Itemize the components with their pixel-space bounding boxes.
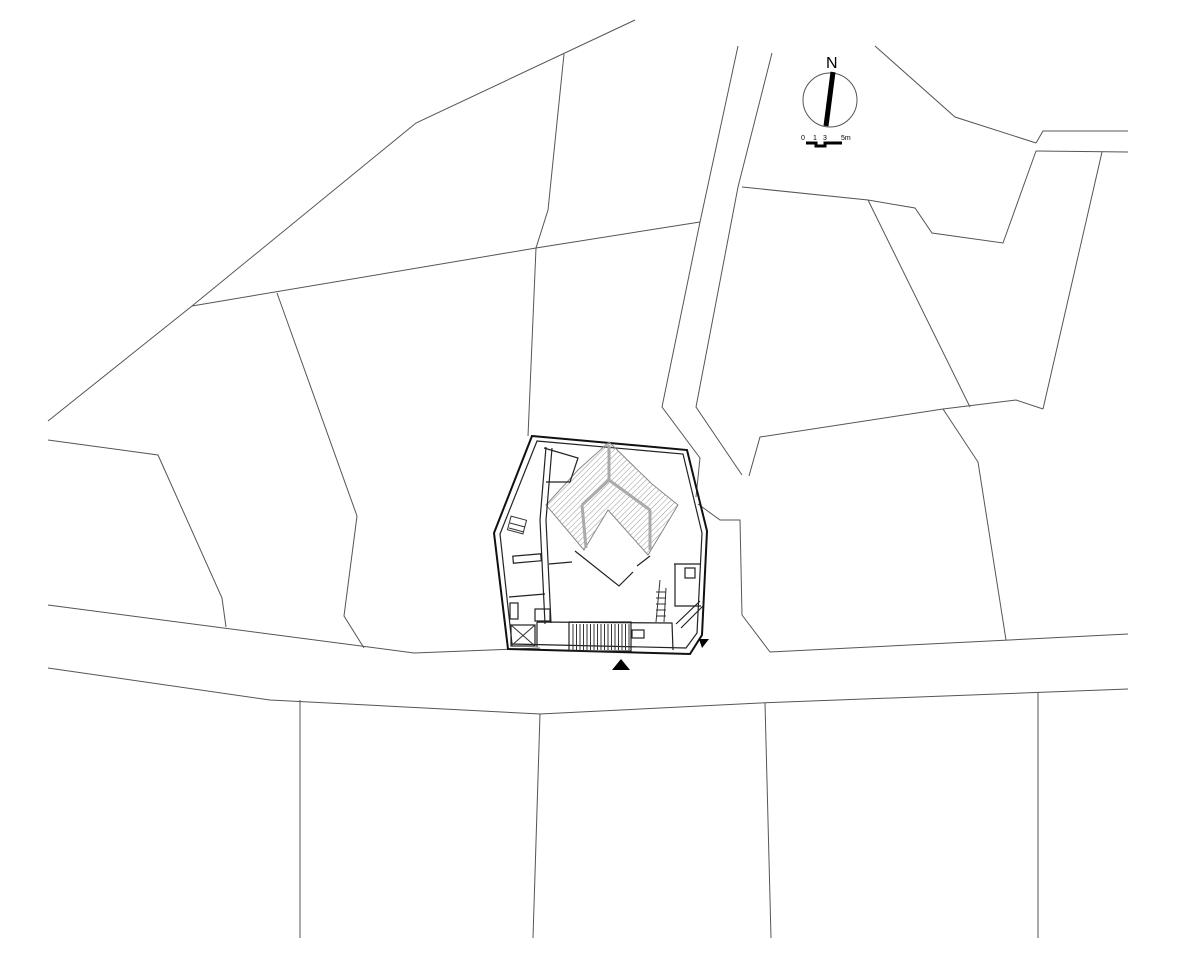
entrance-gate xyxy=(568,621,632,652)
west-inner-partition xyxy=(539,446,553,625)
lot-line xyxy=(1035,150,1129,153)
lot-line xyxy=(191,221,701,307)
southwest-partition xyxy=(508,593,546,598)
void-cross xyxy=(510,624,536,647)
lot-line xyxy=(661,45,739,498)
lot-line xyxy=(741,150,1037,244)
north-label: N xyxy=(826,55,838,72)
lot-line xyxy=(1035,130,1128,144)
lot-line xyxy=(47,667,1129,715)
scale-tick-5m: 5m xyxy=(841,135,851,142)
interior-wall-segment xyxy=(548,561,573,565)
scale-tick-3: 3 xyxy=(823,135,827,142)
courtyard-wall xyxy=(636,555,651,567)
courtyard-wall xyxy=(574,550,634,587)
lot-line xyxy=(47,439,227,628)
east-stair xyxy=(655,579,667,623)
lot-line xyxy=(874,45,1037,144)
west-window xyxy=(512,553,542,564)
east-niche xyxy=(684,567,696,579)
lot-line xyxy=(532,713,541,939)
north-arrow: N xyxy=(802,55,858,128)
courtyard-pavilion-roof xyxy=(545,441,679,556)
building-plan xyxy=(492,434,709,656)
lot-line xyxy=(695,52,773,476)
northwest-room xyxy=(543,447,579,483)
north-circle xyxy=(802,72,858,128)
sw-cabinet xyxy=(509,602,519,620)
lot-line xyxy=(527,53,565,437)
scale-bar: 0 1 3 5m xyxy=(801,135,851,148)
stair-tread xyxy=(508,527,525,533)
lot-line xyxy=(47,19,636,422)
side-entrance-arrow-icon xyxy=(699,639,709,648)
main-entrance-arrow-icon xyxy=(612,659,630,670)
property-lot-lines xyxy=(47,19,1129,939)
sw-void xyxy=(510,624,536,647)
lot-line xyxy=(276,292,365,649)
lot-line xyxy=(748,399,1044,477)
building-outer-wall xyxy=(492,434,709,656)
scale-tick-1: 1 xyxy=(813,135,817,142)
lot-line xyxy=(764,702,772,939)
front-niche xyxy=(631,629,645,639)
sw-sink xyxy=(534,608,551,622)
building-inner-wall xyxy=(499,440,703,649)
lot-line xyxy=(867,199,971,408)
entrance-gate-bars xyxy=(572,624,630,650)
southeast-wall xyxy=(675,600,704,629)
scale-tick-0: 0 xyxy=(801,135,805,142)
east-room xyxy=(674,563,701,607)
lot-line xyxy=(697,503,1129,653)
lot-line xyxy=(1042,151,1103,410)
north-needle-icon xyxy=(823,71,836,127)
lot-line xyxy=(47,604,541,654)
lot-line xyxy=(942,408,1007,641)
scale-bar-segments xyxy=(806,141,842,148)
roof-ridges xyxy=(580,445,652,550)
stair-tread xyxy=(509,522,526,528)
